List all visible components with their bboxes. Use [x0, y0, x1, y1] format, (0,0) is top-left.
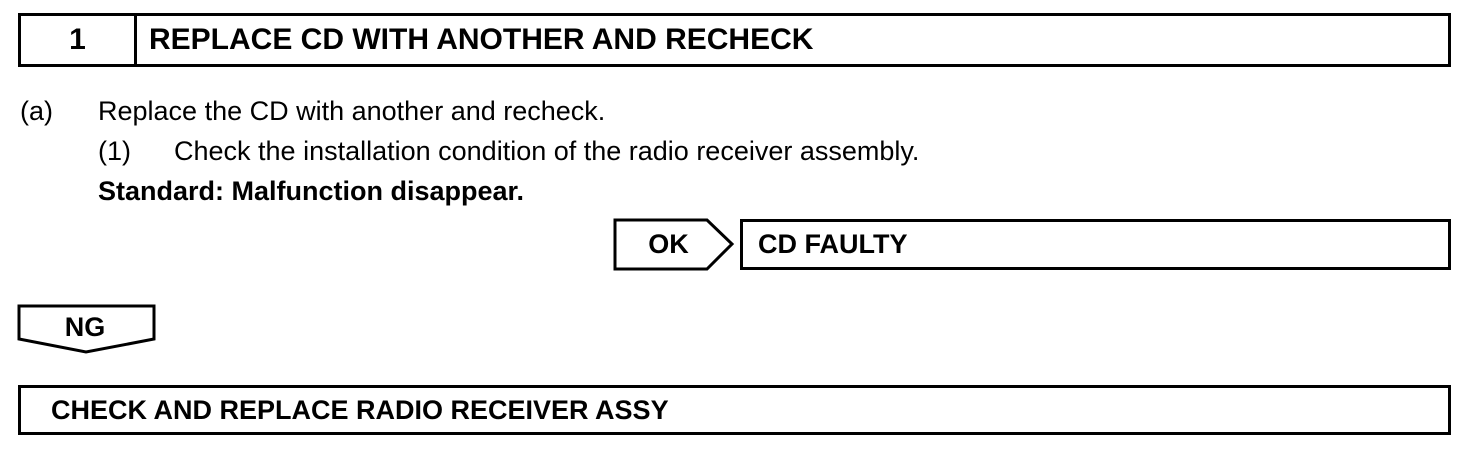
ng-label: NG — [64, 312, 106, 342]
step-title: REPLACE CD WITH ANOTHER AND RECHECK — [149, 23, 814, 56]
ok-arrow-shape — [613, 218, 735, 271]
item-a-marker: (a) — [20, 96, 53, 126]
item-1-marker: (1) — [98, 136, 131, 166]
item-a-text: Replace the CD with another and recheck. — [98, 96, 606, 126]
ng-result-box: CHECK AND REPLACE RADIO RECEIVER ASSY — [18, 385, 1451, 435]
ok-label: OK — [648, 229, 689, 259]
step-number: 1 — [21, 16, 137, 64]
ng-result-text: CHECK AND REPLACE RADIO RECEIVER ASSY — [51, 394, 669, 425]
standard-text: Standard: Malfunction disappear. — [98, 176, 525, 206]
ok-result-text: CD FAULTY — [758, 229, 908, 259]
item-1-text: Check the installation condition of the … — [174, 136, 920, 166]
ok-result-box: CD FAULTY — [740, 219, 1451, 270]
step-header: 1 REPLACE CD WITH ANOTHER AND RECHECK — [18, 13, 1451, 67]
ng-arrow-shape — [17, 304, 156, 354]
